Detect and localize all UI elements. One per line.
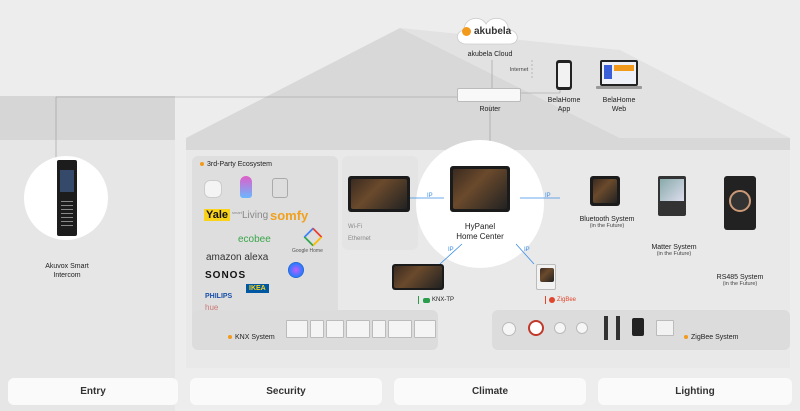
brand-ecobee: ecobee: [238, 234, 271, 245]
zigbee-switch-icon: [656, 320, 674, 336]
brand-yale: Yale: [204, 209, 231, 221]
app-sub: App: [557, 106, 571, 113]
hub-line2: Home Center: [456, 232, 504, 241]
zigbee-panel-device: [536, 264, 556, 290]
knx-module: [326, 320, 344, 338]
zigbee-tag: ZigBee: [545, 296, 576, 304]
rs485-device: [724, 176, 756, 230]
brand-living: smartLiving: [232, 210, 268, 221]
bluetooth-device: [590, 176, 620, 206]
brand-living-prefix: smart: [232, 210, 242, 215]
homepod-icon: [204, 180, 222, 198]
knx-module: [372, 320, 386, 338]
matter-sub: (in the Future): [656, 251, 692, 257]
cloud-label: akubela Cloud: [467, 51, 513, 58]
wifi-label: Wi-Fi: [348, 224, 362, 230]
knx-module: [346, 320, 370, 338]
zigbee-tag-bar: [545, 296, 546, 304]
router-label: Router: [479, 106, 501, 113]
knx-module: [388, 320, 412, 338]
brand-alexa: amazon alexa: [206, 252, 269, 263]
hub-line1: HyPanel: [464, 222, 496, 231]
web-label: BelaHome Web: [590, 96, 648, 114]
intercom-line1: Akuvox Smart: [45, 263, 89, 270]
brand-ikea: IKEA: [246, 284, 269, 293]
bluetooth-title: Bluetooth System: [579, 216, 635, 223]
knx-module: [310, 320, 324, 338]
web-name: BelaHome: [602, 97, 636, 104]
zigbee-tag-text: ZigBee: [557, 297, 577, 303]
cloud-icon: [457, 17, 518, 45]
bulb-icon: [240, 176, 252, 198]
zigbee-sensor-icon: [502, 322, 516, 336]
brand-hue: hue: [205, 303, 219, 312]
tab-climate[interactable]: Climate: [394, 378, 586, 405]
sensor-icon: [272, 178, 288, 198]
cloud-logo: akubela: [462, 24, 518, 38]
internet-label: Internet: [509, 67, 529, 73]
bluetooth-sub: (in the Future): [589, 223, 625, 229]
zigbee-tag-icon: [549, 297, 555, 303]
ethernet-label: Ethernet: [348, 236, 371, 242]
app-label: BelaHome App: [535, 96, 593, 114]
tab-security[interactable]: Security: [190, 378, 382, 405]
tab-entry[interactable]: Entry: [8, 378, 178, 405]
knx-module: [286, 320, 308, 338]
bluetooth-label: Bluetooth System (in the Future): [565, 216, 649, 229]
accent-dot-icon: [200, 162, 204, 167]
cloud-brand: akubela: [474, 25, 512, 37]
zigbee-camera-icon: [632, 318, 644, 336]
rs485-sub: (in the Future): [722, 281, 758, 287]
knx-tp-text: KNX-TP: [432, 297, 455, 303]
zigbee-system-text: ZigBee System: [691, 334, 739, 341]
router-icon: [457, 88, 521, 102]
rs485-title: RS485 System: [716, 274, 764, 281]
brand-google-home: Google Home: [292, 248, 323, 254]
matter-label: Matter System (in the Future): [632, 244, 716, 257]
knx-panel-device: [392, 264, 444, 290]
zigbee-thermostat-icon: [528, 320, 544, 336]
knx-system-text: KNX System: [235, 334, 275, 341]
phone-app-icon: [556, 60, 572, 90]
zigbee-accent-dot-icon: [684, 335, 688, 340]
ip-label-left: IP: [427, 193, 433, 199]
matter-title: Matter System: [651, 244, 697, 251]
akubela-logo-icon: [462, 26, 471, 36]
laptop-web-icon: [596, 60, 642, 90]
brand-somfy: somfy: [270, 208, 309, 223]
zigbee-system-label: ZigBee System: [684, 334, 738, 341]
zigbee-button-icon: [554, 322, 566, 334]
hub-label: HyPanel Home Center: [440, 222, 520, 242]
hypanel-left-device: [348, 176, 410, 212]
knx-tp-bar: [418, 296, 419, 304]
intercom-line2: Intercom: [53, 272, 81, 279]
tab-lighting[interactable]: Lighting: [598, 378, 792, 405]
app-name: BelaHome: [547, 97, 581, 104]
knx-module: [414, 320, 436, 338]
knx-accent-dot-icon: [228, 335, 232, 340]
intercom-label: Akuvox Smart Intercom: [25, 262, 109, 280]
zigbee-lock2-icon: [616, 316, 620, 340]
ip-label-right: IP: [545, 193, 551, 199]
zigbee-plug-icon: [576, 322, 588, 334]
matter-device: [658, 176, 686, 216]
brand-sonos: SONOS: [205, 270, 247, 281]
knx-tp-icon: [423, 297, 430, 303]
web-sub: Web: [611, 106, 627, 113]
ecosystem-title-text: 3rd-Party Ecosystem: [207, 161, 272, 168]
siri-icon: [288, 262, 304, 278]
rs485-label: RS485 System (in the Future): [698, 274, 782, 287]
intercom-device: [57, 160, 77, 236]
knx-system-label: KNX System: [228, 334, 275, 341]
brand-living-text: Living: [242, 210, 269, 221]
ip-label-zigbee: IP: [524, 247, 530, 253]
ip-label-knx: IP: [448, 247, 454, 253]
zigbee-lock-icon: [604, 316, 608, 340]
ecosystem-title: 3rd-Party Ecosystem: [200, 161, 272, 168]
hub-device: [450, 166, 510, 212]
brand-philips: PHILIPS: [205, 293, 233, 300]
knx-tp-tag: KNX-TP: [418, 296, 454, 304]
